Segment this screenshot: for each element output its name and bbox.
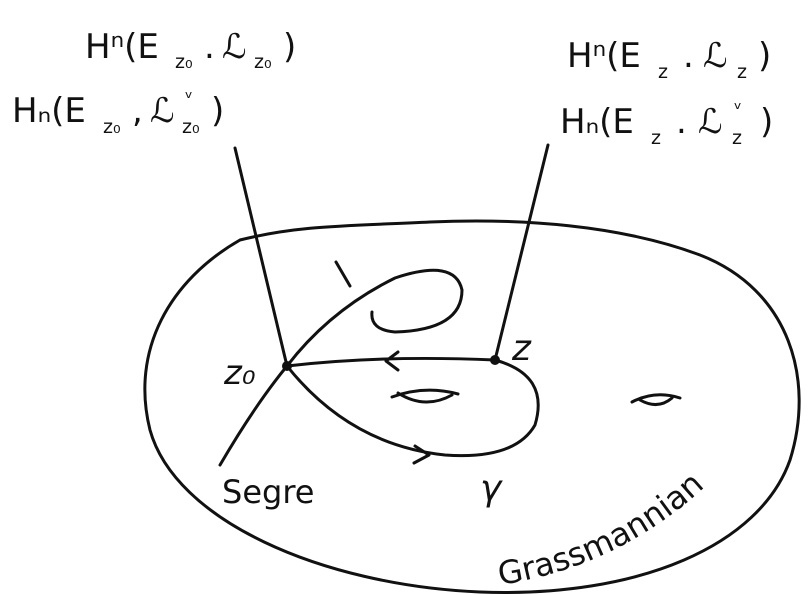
label-cohomology-z0-sheaf: ℒ bbox=[222, 27, 247, 67]
label-cohomology-z-sheaf-subscript: z bbox=[737, 61, 747, 83]
label-homology-z0-main: Hₙ(E bbox=[12, 91, 86, 131]
segre-curve bbox=[218, 260, 464, 467]
loop-arrow-left bbox=[384, 350, 400, 372]
label-homology-z-close: ) bbox=[760, 102, 773, 142]
label-cohomology-z-subscript: z bbox=[658, 61, 668, 83]
label-grassmannian-text: Grassmannian bbox=[495, 464, 711, 593]
label-cohomology-z0-main: Hⁿ(E bbox=[85, 27, 159, 67]
label-homology-z0-separator: , bbox=[132, 91, 143, 131]
label-cohomology-z0-close: ) bbox=[283, 27, 296, 67]
label-homology-z-sheaf-superscript: ᵛ bbox=[734, 98, 742, 120]
label-cohomology-z-close: ) bbox=[758, 36, 771, 76]
label-cohomology-z-main: Hⁿ(E bbox=[567, 36, 641, 76]
label-homology-z-sheaf-subscript: z bbox=[732, 127, 742, 149]
loop-gamma bbox=[285, 356, 540, 458]
label-homology-z-main: Hₙ(E bbox=[560, 102, 634, 142]
label-gamma: γ bbox=[480, 468, 503, 509]
label-cohomology-z: Hⁿ(E z . ℒ z ) bbox=[567, 36, 771, 83]
label-homology-z-separator: . bbox=[676, 102, 687, 142]
point-z-dot bbox=[490, 355, 500, 365]
surface-hole-right bbox=[630, 393, 682, 406]
point-z0-dot bbox=[282, 361, 292, 371]
label-cohomology-z0: Hⁿ(E z₀ . ℒ z₀ ) bbox=[85, 27, 296, 73]
label-segre: Segre bbox=[222, 473, 314, 511]
label-homology-z-sheaf: ℒ bbox=[698, 102, 723, 142]
fiber-line-z0 bbox=[233, 146, 289, 368]
label-homology-z0-sheaf-subscript: z₀ bbox=[182, 116, 200, 138]
label-homology-z0-close: ) bbox=[211, 91, 224, 131]
label-point-z: z bbox=[511, 328, 532, 369]
fiber-line-z bbox=[493, 143, 550, 362]
grassmannian-surface-outline bbox=[143, 219, 801, 594]
surface-hole-center bbox=[390, 388, 460, 404]
label-homology-z0-sheaf-superscript: ᵛ bbox=[185, 87, 193, 109]
label-cohomology-z-separator: . bbox=[683, 36, 694, 76]
label-homology-z0-subscript: z₀ bbox=[103, 116, 121, 138]
label-cohomology-z0-separator: . bbox=[204, 27, 215, 67]
label-cohomology-z-sheaf: ℒ bbox=[703, 36, 728, 76]
loop-arrow-right bbox=[412, 444, 431, 465]
label-point-z0: z₀ bbox=[223, 353, 256, 393]
label-cohomology-z0-subscript: z₀ bbox=[175, 51, 193, 73]
label-homology-z0: Hₙ(E z₀ , ℒ ᵛ z₀ ) bbox=[12, 87, 224, 138]
label-homology-z: Hₙ(E z . ℒ ᵛ z ) bbox=[560, 98, 773, 149]
label-homology-z0-sheaf: ℒ bbox=[150, 91, 175, 131]
label-homology-z-subscript: z bbox=[651, 127, 661, 149]
label-grassmannian: Grassmannian bbox=[495, 464, 711, 593]
label-cohomology-z0-sheaf-subscript: z₀ bbox=[254, 51, 272, 73]
